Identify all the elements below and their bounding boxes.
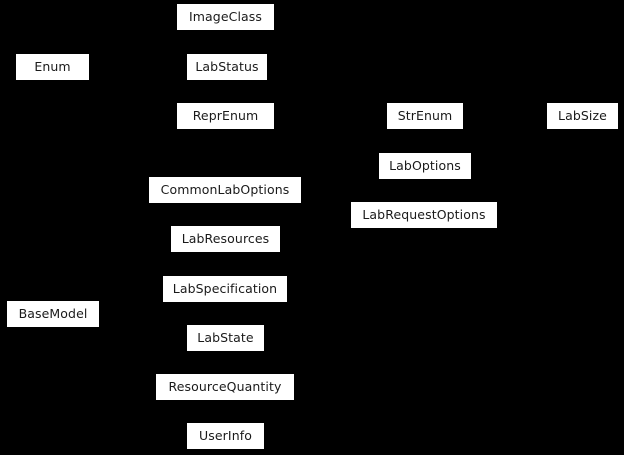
- class-node-common-lab-options[interactable]: CommonLabOptions: [148, 176, 302, 204]
- class-node-lab-specification[interactable]: LabSpecification: [162, 275, 288, 303]
- class-node-label: StrEnum: [397, 107, 453, 123]
- class-node-label: LabSpecification: [172, 280, 278, 296]
- inheritance-edge: [99, 238, 171, 315]
- class-node-lab-options[interactable]: LabOptions: [378, 152, 472, 180]
- inheritance-edge: [99, 189, 149, 315]
- inheritance-edge: [89, 16, 177, 68]
- class-node-label: LabOptions: [389, 157, 461, 173]
- class-node-str-enum[interactable]: StrEnum: [386, 102, 464, 130]
- class-node-label: LabResources: [181, 230, 270, 246]
- class-node-lab-state[interactable]: LabState: [186, 324, 265, 352]
- class-node-label: Enum: [34, 58, 71, 74]
- class-node-base-model[interactable]: BaseModel: [6, 300, 100, 328]
- inheritance-edge: [301, 189, 351, 216]
- class-node-label: UserInfo: [199, 427, 252, 443]
- inheritance-edge: [99, 313, 156, 388]
- class-node-lab-request-options[interactable]: LabRequestOptions: [350, 201, 498, 229]
- inheritance-edge: [99, 313, 187, 339]
- inheritance-edge: [99, 288, 163, 315]
- class-node-repr-enum[interactable]: ReprEnum: [176, 102, 275, 130]
- class-node-label: LabSize: [558, 107, 607, 123]
- class-node-lab-status[interactable]: LabStatus: [186, 53, 268, 81]
- class-node-label: ResourceQuantity: [168, 378, 282, 394]
- inheritance-edge: [89, 66, 177, 117]
- class-node-lab-resources[interactable]: LabResources: [170, 225, 281, 253]
- class-node-label: ReprEnum: [192, 107, 259, 123]
- class-node-label: LabStatus: [195, 58, 259, 74]
- class-node-resource-quantity[interactable]: ResourceQuantity: [155, 373, 295, 401]
- class-node-label: LabRequestOptions: [362, 206, 486, 222]
- class-node-label: BaseModel: [18, 305, 88, 321]
- class-node-label: ImageClass: [188, 8, 263, 24]
- class-node-enum[interactable]: Enum: [15, 53, 90, 81]
- class-node-label: LabState: [197, 329, 254, 345]
- class-node-label: CommonLabOptions: [160, 181, 290, 197]
- class-node-lab-size[interactable]: LabSize: [546, 102, 619, 130]
- class-node-user-info[interactable]: UserInfo: [186, 422, 265, 450]
- class-node-image-class[interactable]: ImageClass: [176, 3, 275, 31]
